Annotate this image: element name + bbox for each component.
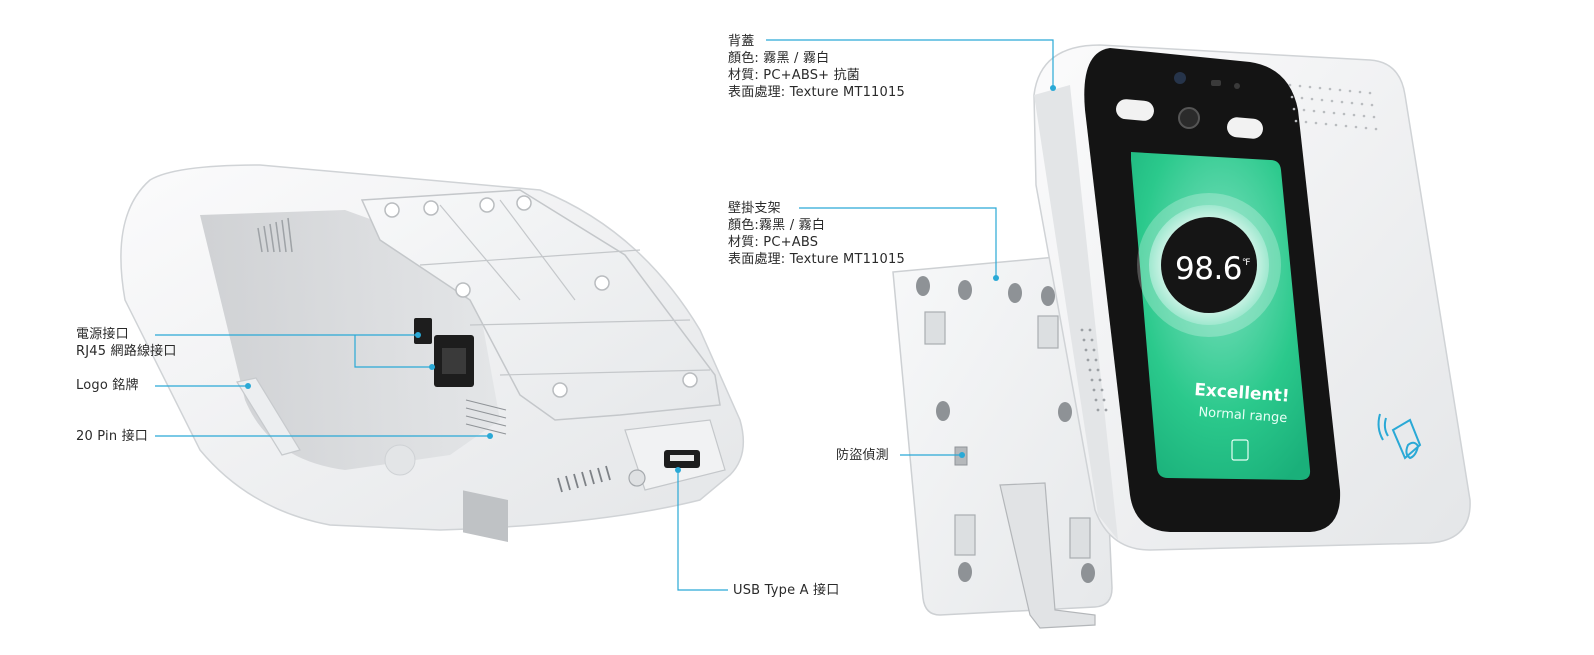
back-cover-title: 背蓋 (728, 34, 755, 49)
pin20-connector-graphic (463, 399, 508, 542)
rear-device (120, 164, 745, 542)
wall-bracket-title: 壁掛支架 (728, 201, 781, 216)
rear-vent-bottom (557, 465, 611, 493)
nfc-icon (1377, 413, 1422, 460)
temperature-dial (1161, 217, 1257, 313)
speaker-grille (1288, 83, 1378, 131)
sensor-icon (1174, 72, 1186, 84)
front-device (1033, 44, 1471, 551)
wall-bracket-finish: 表面處理: Texture MT11015 (728, 252, 905, 267)
qr-icon (1231, 439, 1249, 461)
temperature-unit: ℉ (1242, 258, 1251, 268)
wall-bracket (892, 254, 1113, 629)
ir-lamp-right (1227, 117, 1263, 139)
logo-plate-label: Logo 銘牌 (76, 378, 139, 393)
back-cover-callout: 背蓋 顏色: 霧黑 / 霧白 材質: PC+ABS+ 抗菌 表面處理: Text… (728, 33, 905, 101)
usb-port-label: USB Type A 接口 (733, 583, 840, 598)
pin20-port-label: 20 Pin 接口 (76, 429, 149, 444)
wall-bracket-callout: 壁掛支架 顏色:霧黑 / 霧白 材質: PC+ABS 表面處理: Texture… (728, 200, 905, 268)
rj45-port-label: RJ45 網路線接口 (76, 344, 177, 359)
rear-vent-top (257, 217, 293, 253)
anti-theft-label: 防盜偵測 (836, 448, 889, 463)
back-cover-finish: 表面處理: Texture MT11015 (728, 85, 905, 100)
back-cover-color: 顏色: 霧黑 / 霧白 (728, 51, 830, 66)
camera-icon (1178, 107, 1200, 129)
power-port-label: 電源接口 (76, 327, 129, 342)
temperature-value: 98.6 (1175, 251, 1243, 287)
temperature-readout: 98.6℉ (1175, 246, 1251, 287)
wall-bracket-color: 顏色:霧黑 / 霧白 (728, 218, 826, 233)
wall-bracket-material: 材質: PC+ABS (728, 235, 819, 250)
leader-dots (245, 85, 1056, 473)
ir-lamp-left (1116, 99, 1154, 121)
leader-lines (155, 39, 1054, 591)
back-cover-material: 材質: PC+ABS+ 抗菌 (728, 68, 860, 83)
power-port-graphic (414, 318, 432, 344)
